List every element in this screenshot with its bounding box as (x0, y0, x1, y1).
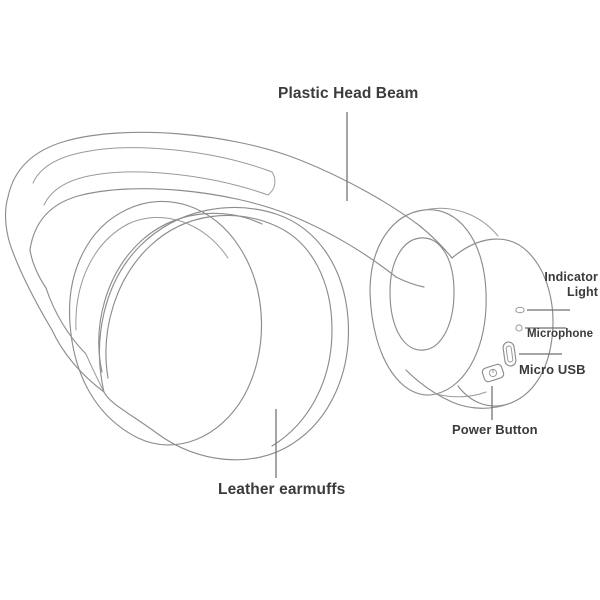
left-earcup-group (68, 200, 350, 461)
headband-panel-end-cap (267, 171, 276, 196)
left-earcup-pad-inner-seam (75, 217, 229, 331)
headband-right-yoke-arm (419, 225, 453, 259)
left-earcup-leather-pad-face (68, 200, 263, 446)
leader-lines-group (275, 112, 570, 478)
micro-usb-port-icon[interactable] (502, 341, 517, 367)
headband-panel-top-edge (32, 147, 273, 184)
right-earcup-controls-group (481, 306, 525, 383)
power-button-icon[interactable] (481, 363, 505, 383)
micro-usb-port-inner-slot (505, 345, 514, 363)
label-indicator-light-line1: Indicator (544, 270, 598, 284)
left-earcup-layer-3 (98, 212, 263, 373)
left-earcup-yoke-joint (85, 353, 105, 393)
right-earcup-rear-silhouette (405, 369, 509, 409)
indicator-light-icon[interactable] (515, 306, 525, 314)
left-earcup-outer-shell (98, 206, 350, 461)
headband-right-yoke-arm-inner (395, 276, 425, 288)
headband-left-yoke-arm-inner (45, 287, 87, 355)
right-earcup-group (369, 207, 554, 409)
label-indicator-light-line2: Light (566, 285, 598, 299)
headband-inner-lower-edge (29, 188, 397, 278)
plastic-head-beam-group (4, 131, 453, 393)
right-earcup-cushion-face (369, 209, 487, 396)
headband-outer-top-edge (7, 131, 421, 227)
headband-left-yoke-arm (51, 329, 105, 393)
label-plastic-head-beam: Plastic Head Beam (278, 85, 419, 102)
label-power-button: Power Button (452, 422, 538, 437)
microphone-icon[interactable] (515, 324, 523, 332)
right-earcup-top-seam (423, 207, 499, 237)
label-micro-usb: Micro USB (519, 362, 586, 377)
headband-left-end-outer (4, 196, 53, 331)
right-earcup-ear-opening (389, 237, 455, 351)
right-earcup-bottom-seam (435, 391, 487, 398)
headband-left-end-inner (29, 249, 47, 289)
label-leather-earmuffs: Leather earmuffs (218, 481, 346, 498)
left-earcup-layer-2 (105, 214, 333, 447)
label-microphone: Microphone (527, 328, 594, 340)
right-earcup-outer-shell (451, 238, 554, 407)
headband-panel-bottom-edge (43, 171, 269, 206)
